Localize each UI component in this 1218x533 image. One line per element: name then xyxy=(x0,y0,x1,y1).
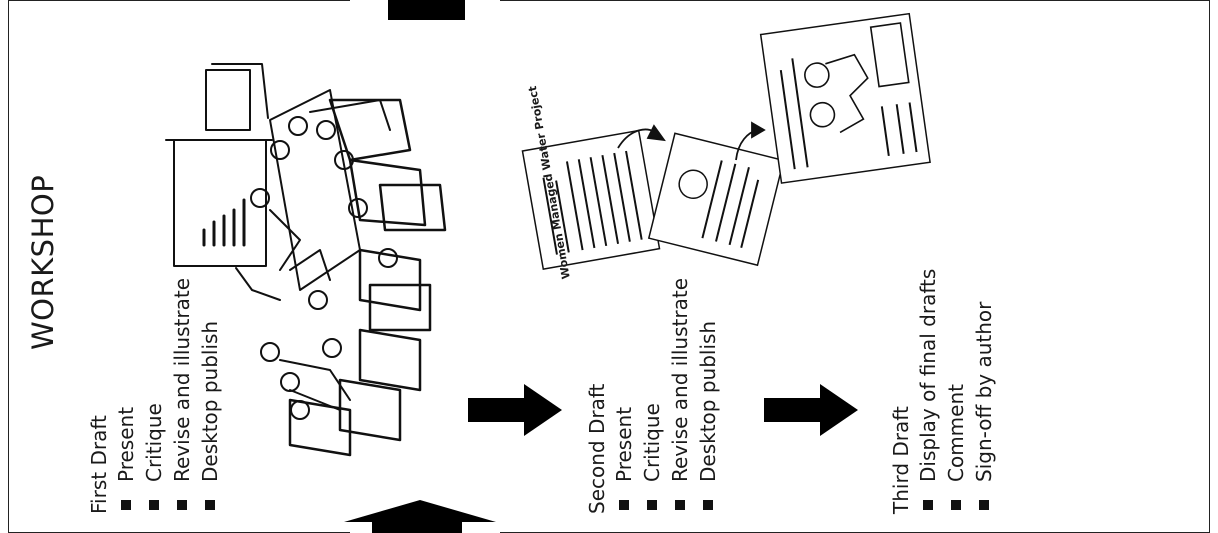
frame-border-top xyxy=(8,0,350,1)
arrow-right-icon xyxy=(468,384,562,436)
incoming-arrow-tail xyxy=(388,0,465,20)
curved-arrow-icon xyxy=(735,121,766,161)
draft-document-sketch xyxy=(647,132,785,267)
curved-arrow-icon xyxy=(617,124,666,149)
frame-border-right xyxy=(1209,0,1210,533)
draft-document-sketch xyxy=(759,12,931,184)
frame-border-left xyxy=(8,0,9,533)
arrow-up-icon xyxy=(344,500,496,533)
frame-border-top xyxy=(500,0,1210,1)
arrow-right-icon xyxy=(764,384,858,436)
draft-document-sketch xyxy=(521,129,661,271)
workshop-sketch xyxy=(165,63,447,457)
